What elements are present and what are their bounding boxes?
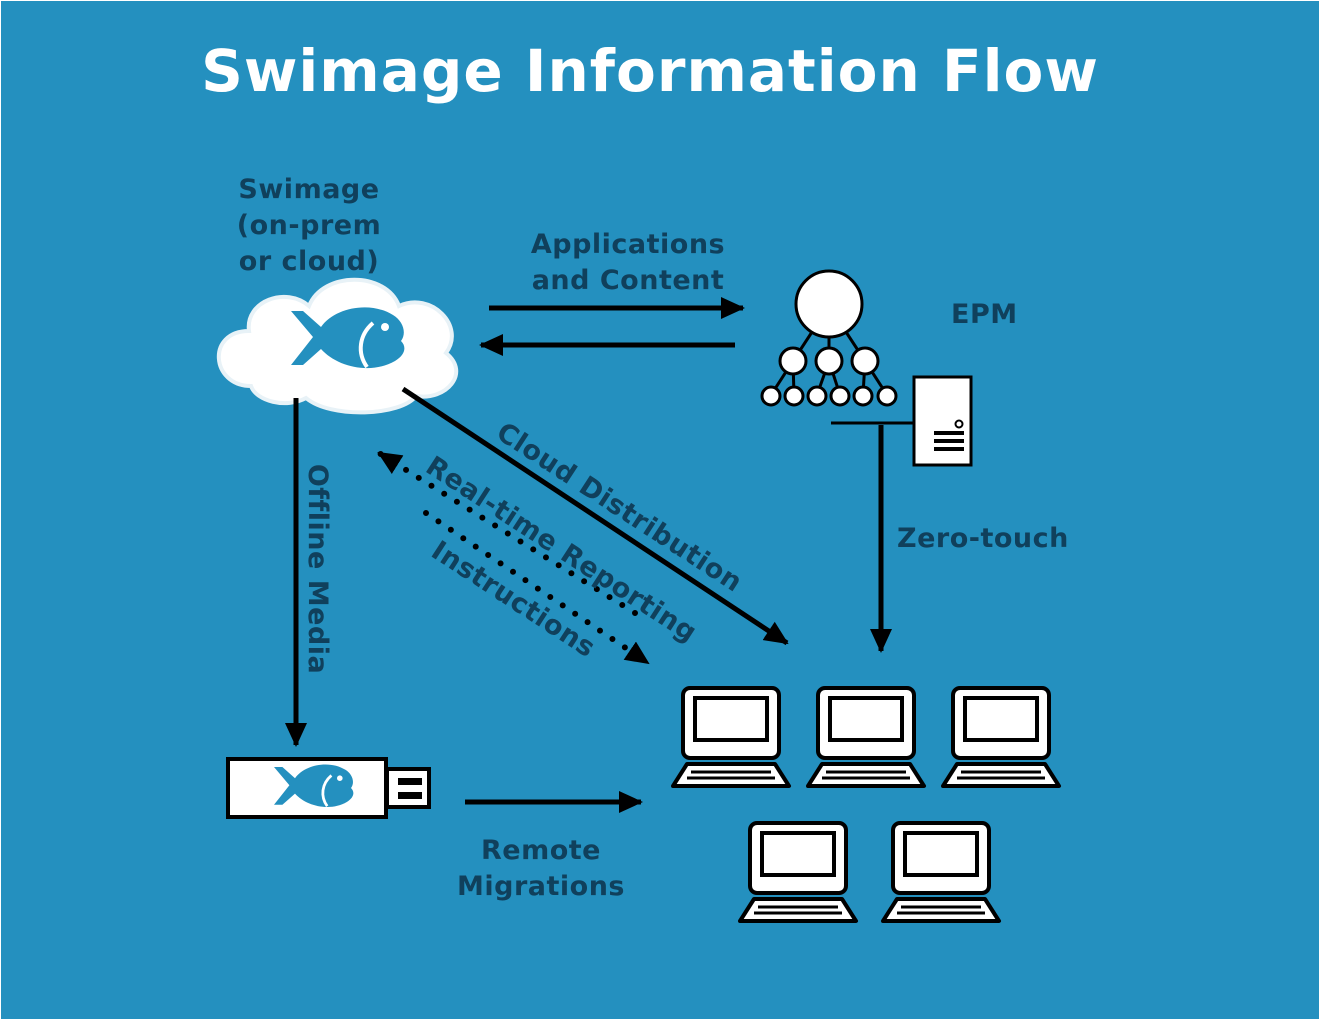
laptop-icon — [671, 686, 791, 788]
applications-label: Applications and Content — [513, 227, 743, 299]
swimage-label: Swimage (on-prem or cloud) — [209, 172, 409, 280]
applications-label-line: Applications — [530, 229, 726, 260]
swimage-label-line: Swimage — [238, 174, 380, 205]
offline-media-label: Offline Media — [302, 463, 333, 675]
server-tower-icon — [831, 375, 973, 467]
usb-drive-fish-icon — [226, 757, 431, 819]
arrow-cloud-distribution — [401, 386, 789, 646]
zero-touch-label: Zero-touch — [897, 523, 1069, 554]
applications-label-line: and Content — [531, 265, 725, 296]
arrow-instructions — [423, 510, 651, 666]
laptop-icon — [941, 686, 1061, 788]
org-hierarchy-icon — [760, 269, 898, 407]
arrow-realtime-reporting — [376, 450, 638, 616]
laptop-icon — [881, 821, 1001, 923]
remote-migrations-label: Remote Migrations — [431, 833, 651, 905]
swimage-label-line: (on-prem — [236, 210, 382, 241]
remote-migrations-label-line: Remote — [480, 835, 601, 866]
remote-migrations-label-line: Migrations — [457, 871, 625, 902]
laptop-icon — [738, 821, 858, 923]
cloud-fish-icon — [216, 277, 459, 415]
endpoint-laptops — [671, 686, 1061, 923]
epm-label: EPM — [951, 299, 1018, 330]
diagram-title: Swimage Information Flow — [201, 37, 1099, 105]
laptop-icon — [806, 686, 926, 788]
swimage-label-line: or cloud) — [238, 246, 380, 277]
